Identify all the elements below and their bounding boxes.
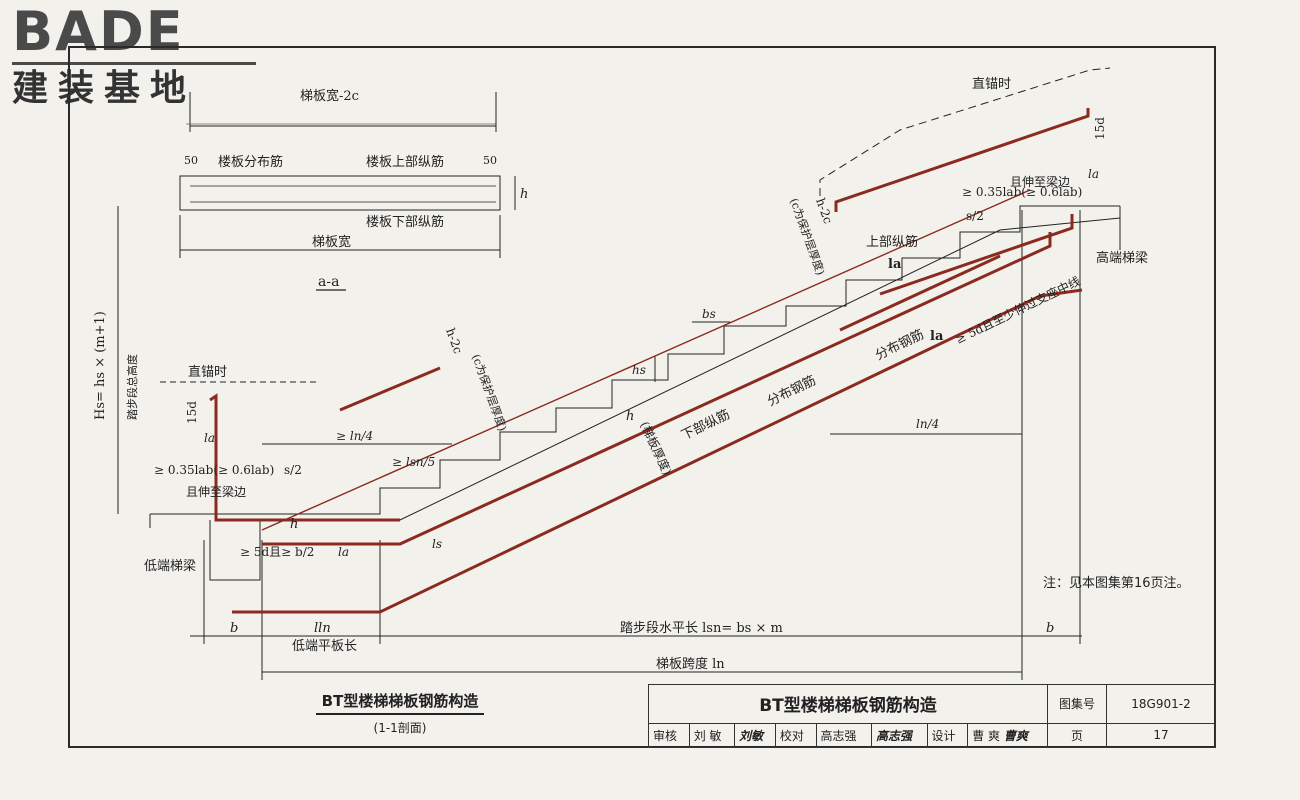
aa-width-label: 梯板宽 — [312, 234, 351, 250]
drawing-frame — [68, 46, 1216, 748]
high-anchor-rebar — [879, 214, 1074, 296]
designer-signature: 曹爽 — [1003, 728, 1028, 743]
la-high-label: la — [1088, 167, 1099, 181]
bs-label: bs — [702, 307, 716, 321]
straight-anchor-low-label: 直锚时 — [188, 365, 227, 380]
checker-name: 高志强 — [815, 722, 873, 749]
designer-name-text: 曹 爽 — [972, 728, 1001, 743]
anchor-high-label: ≥ 0.35lab(≥ 0.6lab) — [962, 185, 1082, 199]
title-block: BT型楼梯梯板钢筋构造 图集号 18G901-2 审核 刘 敏 刘敏 校对 高志… — [648, 684, 1216, 749]
anchor-low-label: ≥ 0.35lab(≥ 0.6lab) — [154, 463, 274, 477]
distribution-label: 分布钢筋 — [765, 372, 819, 409]
cover-low-label: (c为保护层厚度) — [469, 352, 510, 433]
distribution-high-label: 分布钢筋 — [873, 326, 927, 363]
straight-anchor-high — [819, 67, 1111, 196]
mid-long-rebar — [262, 232, 1052, 546]
horizontal-length-label: 踏步段水平长 lsn= bs × m — [620, 621, 783, 636]
five-d-label: ≥ 5d且≥ b/2 — [240, 545, 314, 559]
caption-title: BT型楼梯梯板钢筋构造 — [315, 690, 485, 715]
low-beam-label: 低端梯梁 — [144, 559, 196, 574]
h-2c-high-label: h-2c — [813, 196, 835, 226]
logo-chinese-text: 建装基地 — [12, 68, 197, 109]
aa-50-right: 50 — [483, 154, 497, 167]
page-number: 17 — [1106, 722, 1216, 749]
aa-h-label: h — [520, 187, 528, 202]
stair-profile — [150, 205, 1120, 515]
atlas-label: 图集号 — [1047, 684, 1107, 724]
drawing-caption: BT型楼梯梯板钢筋构造 (1-1剖面) — [300, 690, 500, 736]
high-beam-label: 高端梯梁 — [1096, 250, 1148, 266]
lsn5-label: ≥ lsn/5 — [392, 455, 435, 469]
low-top-rebar — [209, 393, 400, 522]
high-top-rebar — [834, 108, 1090, 212]
page-label: 页 — [1047, 722, 1107, 749]
total-height-cn-label: 踏步段总高度 — [125, 354, 139, 420]
straight-anchor-high-label: 直锚时 — [972, 77, 1011, 92]
h-2c-low-label: h-2c — [443, 326, 465, 356]
upper-segment-rebar — [839, 254, 1001, 332]
check-label: 校对 — [774, 722, 817, 749]
h-slab-label: h — [626, 409, 634, 424]
note-text: 注：见本图集第16页注。 — [1043, 576, 1190, 591]
anchor-high-label-2: 且伸至梁边 — [1010, 174, 1070, 189]
anchor-low-label-2: 且伸至梁边 — [186, 484, 246, 499]
ln4-right-label: ln/4 — [916, 417, 939, 431]
low-hook-rebar — [339, 366, 441, 412]
five-d-high-label: ≥ 5d且至少伸过支座中线 — [953, 273, 1083, 347]
title-block-title: BT型楼梯梯板钢筋构造 — [648, 684, 1048, 724]
aa-title: a-a — [318, 274, 339, 290]
checker-signature: 高志强 — [871, 722, 928, 749]
caption-subtitle: (1-1剖面) — [373, 721, 427, 735]
la-low-label: la — [204, 431, 215, 445]
low-flat-len-label: 低端平板长 — [292, 639, 357, 654]
aa-bottom-bar-label: 楼板下部纵筋 — [366, 214, 444, 230]
b-right-label: b — [1046, 621, 1054, 636]
logo-latin-text: BADE — [12, 0, 185, 63]
aa-top-width-label: 梯板宽-2c — [300, 88, 359, 104]
top-long-label: 上部纵筋 — [866, 234, 918, 250]
review-label: 审核 — [648, 722, 690, 749]
reviewer-name: 刘 敏 — [688, 722, 736, 749]
aa-top-bar-label: 楼板上部纵筋 — [366, 154, 444, 170]
aa-50-left: 50 — [184, 154, 198, 167]
d15-low-label: 15d — [185, 401, 199, 424]
slab-soffit — [209, 217, 1121, 581]
aa-slab-section — [179, 175, 501, 211]
s2-high-label: s/2 — [966, 209, 984, 223]
h-low-label: h — [290, 517, 298, 532]
la-box-mid: la — [930, 329, 944, 344]
d15-high-label: 15d — [1093, 117, 1107, 140]
s2-low-label: s/2 — [284, 463, 302, 477]
ln4-top-label: ≥ ln/4 — [336, 429, 373, 443]
atlas-number: 18G901-2 — [1106, 684, 1216, 724]
total-height-label: Hs= hs × (m+1) — [93, 311, 108, 420]
ls-bottom-label: ls — [432, 537, 442, 551]
hs-label: hs — [632, 363, 646, 377]
la-bottom-label: la — [338, 545, 349, 559]
aa-distribution-label: 楼板分布筋 — [218, 154, 283, 170]
reviewer-signature: 刘敏 — [734, 722, 776, 749]
bottom-long-rebar — [232, 288, 1083, 614]
distribution-rebar-line — [261, 189, 1031, 531]
logo-rule — [12, 62, 256, 65]
designer-name: 曹 爽 曹爽 — [967, 722, 1048, 749]
b-left-label: b — [230, 621, 238, 636]
ln-flat-label: lln — [314, 621, 331, 636]
la-box-top: la — [888, 257, 902, 272]
span-label: 梯板跨度 ln — [656, 656, 725, 672]
bade-logo: BADE 建装基地 — [8, 2, 258, 110]
design-label: 设计 — [926, 722, 969, 749]
